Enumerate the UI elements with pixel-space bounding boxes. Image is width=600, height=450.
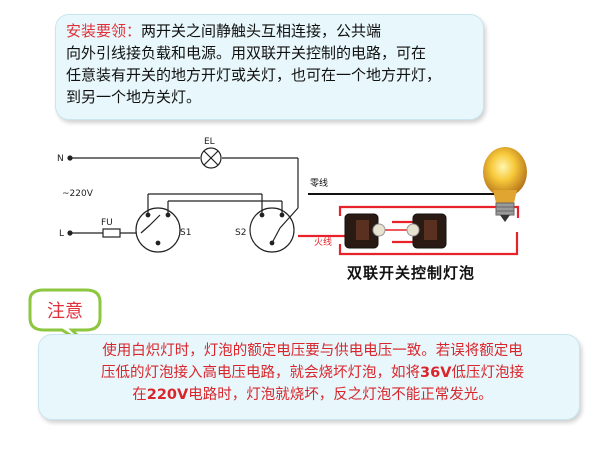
notice-line-2: 压低的灯泡接入高电压电路，就会烧坏灯泡，如将36V低压灯泡接 bbox=[101, 365, 524, 381]
switch-s1-label: S1 bbox=[180, 228, 191, 238]
install-tips-line-1: 两开关之间静触头互相连接，公共端 bbox=[141, 22, 382, 40]
note-bubble-icon bbox=[28, 288, 102, 348]
fuse-label: FU bbox=[101, 218, 113, 228]
wiring-photo bbox=[298, 147, 527, 256]
notice-bubble-label: 注意 bbox=[47, 301, 83, 322]
install-tips-text: 安装要领：两开关之间静触头互相连接，公共端 向外引线接负载和电源。用双联开关控制… bbox=[66, 20, 476, 108]
notice-line-1: 使用白炽灯时，灯泡的额定电压要与供电电压一致。若误将额定电 bbox=[102, 343, 523, 359]
photo-caption: 双联开关控制灯泡 bbox=[347, 264, 476, 282]
install-tips-heading: 安装要领： bbox=[66, 22, 142, 40]
install-tips-box bbox=[55, 14, 484, 120]
switch-s2-symbol bbox=[249, 207, 295, 253]
install-tips-line-3: 任意装有开关的地方开灯或关灯，也可在一个地方开灯， bbox=[66, 66, 442, 84]
notice-line-3: 在220V电路时，灯泡就烧坏，反之灯泡不能正常发光。 bbox=[132, 387, 493, 403]
lamp-label: EL bbox=[204, 137, 215, 147]
voltage-label: ~220V bbox=[62, 189, 94, 199]
notice-text: 使用白炽灯时，灯泡的额定电压要与供电电压一致。若误将额定电 压低的灯泡接入高电压… bbox=[60, 340, 565, 406]
install-tips-line-4: 到另一个地方关灯。 bbox=[66, 88, 202, 106]
l-label: L bbox=[59, 229, 64, 239]
live-wire-label: 火线 bbox=[314, 236, 332, 248]
bulb-icon bbox=[483, 147, 527, 197]
n-label: N bbox=[57, 154, 64, 164]
neutral-wire-label: 零线 bbox=[310, 177, 328, 189]
notice-box bbox=[38, 334, 580, 420]
switch-s2-label: S2 bbox=[235, 228, 246, 238]
switch-s1-symbol bbox=[135, 207, 181, 253]
fuse-symbol bbox=[102, 228, 121, 238]
install-tips-line-2: 向外引线接负载和电源。用双联开关控制的电路，可在 bbox=[66, 44, 427, 62]
